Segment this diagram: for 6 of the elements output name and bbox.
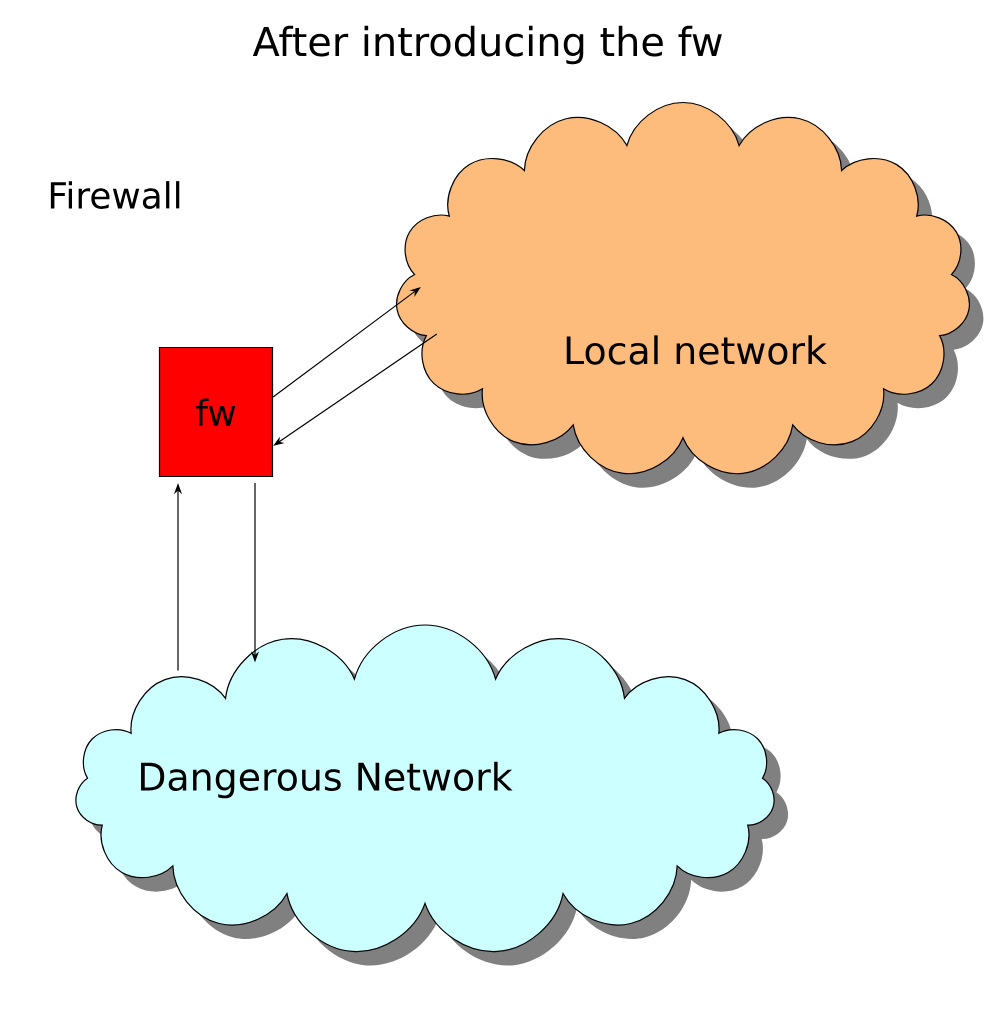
- label: Firewall: [50, 181, 180, 209]
- title: After introducing the fw: [252, 25, 722, 65]
- cloud: Local network: [396, 101, 984, 488]
- firewall-box: fw: [158, 346, 274, 478]
- arrow: [273, 333, 438, 446]
- cloud: Dangerous Network: [75, 624, 789, 966]
